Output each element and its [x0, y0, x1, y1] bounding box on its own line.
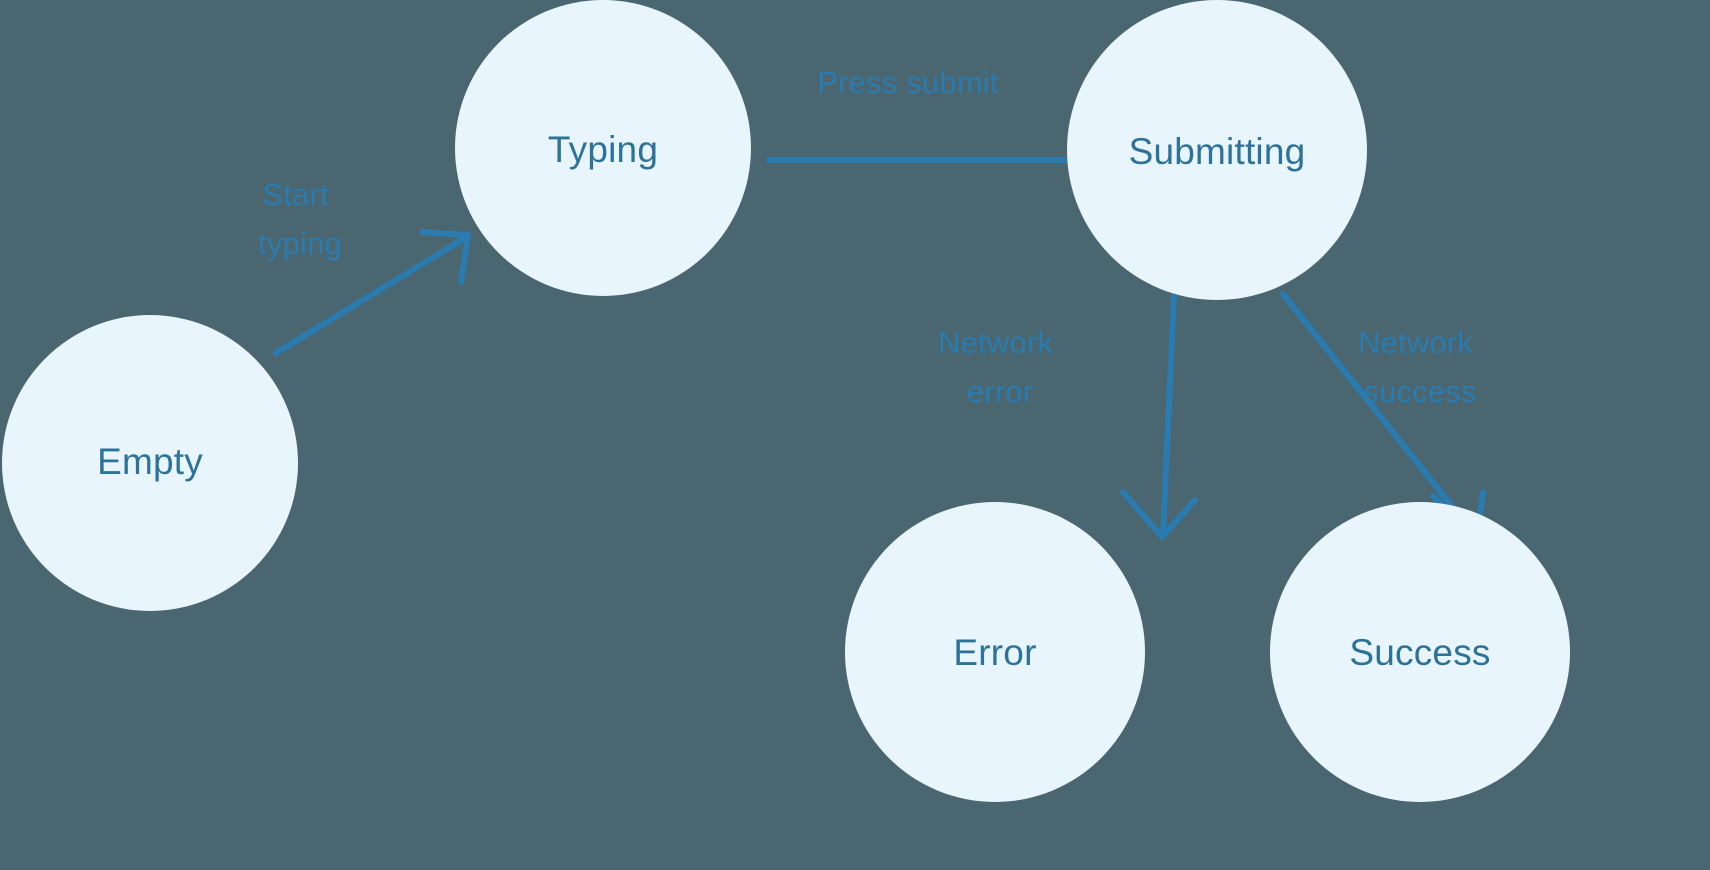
state-node-typing[interactable]: Typing [455, 0, 751, 296]
state-node-label: Submitting [1129, 131, 1306, 172]
state-node-circle[interactable] [2, 315, 298, 611]
edge-label-network-error: Network error [938, 325, 1062, 409]
edge-label-line: Network [1358, 325, 1473, 360]
edge-label-line: Network [938, 325, 1053, 360]
state-node-circle[interactable] [1270, 502, 1570, 802]
edge-label-start-typing: Start typing [258, 177, 342, 261]
state-node-empty[interactable]: Empty [2, 315, 298, 611]
arrowhead-empty-to-typing [419, 229, 471, 285]
state-node-label: Empty [97, 441, 203, 482]
state-node-label: Typing [548, 129, 658, 170]
edge-line-empty-to-typing [273, 235, 468, 356]
edge-label-line: Start [262, 177, 329, 212]
edge-submitting-to-error [1120, 292, 1198, 540]
edge-label-line: Press submit [817, 65, 999, 100]
state-node-submitting[interactable]: Submitting [1067, 0, 1367, 300]
edge-label-network-success: Network success [1358, 325, 1482, 409]
edge-label-line: success [1363, 374, 1476, 409]
state-node-error[interactable]: Error [845, 502, 1145, 802]
state-node-circle[interactable] [455, 0, 751, 296]
edge-line-submitting-to-success [1280, 291, 1477, 537]
state-node-label: Success [1349, 632, 1490, 673]
edge-empty-to-typing [273, 229, 471, 356]
state-node-label: Error [953, 632, 1036, 673]
state-node-success[interactable]: Success [1270, 502, 1570, 802]
edge-label-line: error [967, 374, 1033, 409]
state-node-circle[interactable] [1067, 0, 1367, 300]
arrowhead-submitting-to-error [1120, 489, 1198, 540]
state-node-circle[interactable] [845, 502, 1145, 802]
edge-label-press-submit: Press submit [817, 65, 999, 100]
edge-line-submitting-to-error [1160, 292, 1177, 538]
edge-label-line: typing [258, 226, 342, 261]
